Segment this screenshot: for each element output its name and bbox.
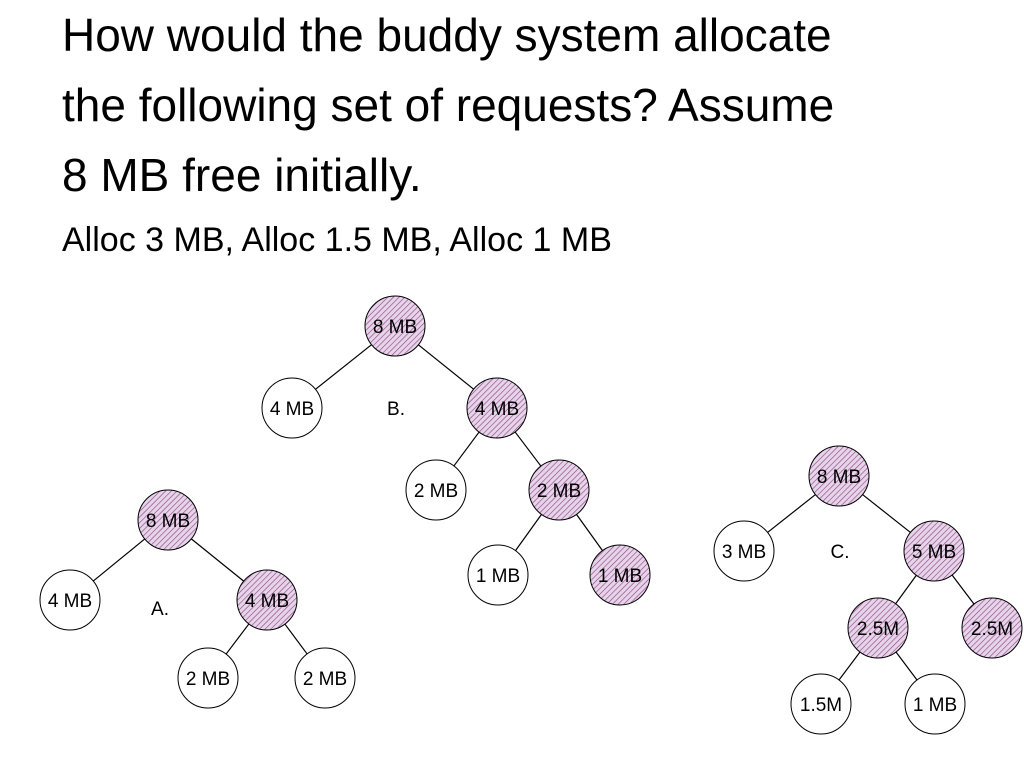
allocated-block-circle — [589, 544, 651, 606]
allocated-block-circle — [961, 597, 1023, 659]
title-line-2: the following set of requests? Assume — [62, 79, 835, 131]
node-label: 1.5M — [800, 695, 842, 716]
tree-node: 1 MB — [589, 544, 651, 606]
allocated-block-circle — [236, 569, 298, 631]
tree-node: 2 MB — [294, 647, 356, 709]
tree-edge — [515, 514, 542, 551]
node-label: 2.5M — [857, 619, 899, 640]
node-label: 2 MB — [414, 481, 458, 502]
allocated-block-circle — [466, 377, 528, 439]
tree-node: 2 MB — [177, 647, 239, 709]
tree-node: 2.5M — [961, 597, 1023, 659]
free-block-circle — [261, 377, 323, 439]
tree-node: 8 MB — [364, 295, 426, 357]
option-label: B. — [387, 399, 405, 420]
node-label: 3 MB — [722, 542, 766, 563]
tree-edge — [951, 574, 975, 605]
node-label: 2 MB — [303, 669, 347, 690]
free-block-circle — [713, 520, 775, 582]
option-label: C. — [831, 542, 850, 563]
tree-node: 4 MB — [466, 377, 528, 439]
tree-edge — [514, 431, 542, 467]
tree-node: 1.5M — [790, 673, 852, 735]
free-block-circle — [467, 544, 529, 606]
tree-node: 8 MB — [808, 445, 870, 507]
title-line-1: How would the buddy system allocate — [62, 9, 832, 61]
tree-node: 5 MB — [903, 520, 965, 582]
node-label: 8 MB — [373, 317, 417, 338]
allocated-block-circle — [847, 597, 909, 659]
allocated-block-circle — [137, 489, 199, 551]
tree-b: 8 MB 4 MB 4 MB 2 MB 2 MB 1 MB 1 MB B. — [261, 295, 651, 606]
free-block-circle — [177, 647, 239, 709]
node-label: 1 MB — [476, 566, 520, 587]
node-label: 2 MB — [186, 669, 230, 690]
tree-edge — [284, 623, 308, 655]
node-label: 2 MB — [537, 481, 581, 502]
tree-edge — [225, 623, 250, 655]
slide-title: How would the buddy system allocate the … — [62, 0, 1002, 210]
allocated-block-circle — [903, 520, 965, 582]
free-block-circle — [790, 673, 852, 735]
free-block-circle — [294, 647, 356, 709]
tree-node: 4 MB — [39, 569, 101, 631]
tree-node: 2 MB — [528, 459, 590, 521]
tree-node: 2.5M — [847, 597, 909, 659]
tree-node: 1 MB — [904, 673, 966, 735]
node-label: 4 MB — [48, 591, 92, 612]
tree-edge — [315, 344, 372, 390]
tree-edge — [576, 514, 603, 551]
node-label: 8 MB — [146, 511, 190, 532]
tree-edge — [895, 651, 918, 681]
tree-c: 8 MB 3 MB 5 MB 2.5M 2.5M 1.5M 1 MB C. — [713, 445, 1023, 735]
tree-node: 4 MB — [261, 377, 323, 439]
node-label: 1 MB — [598, 566, 642, 587]
node-label: 1 MB — [913, 695, 957, 716]
node-label: 8 MB — [817, 467, 861, 488]
option-label: A. — [151, 599, 169, 620]
node-label: 4 MB — [245, 591, 289, 612]
tree-edge — [895, 574, 917, 605]
free-block-circle — [39, 569, 101, 631]
tree-node: 1 MB — [467, 544, 529, 606]
tree-node: 8 MB — [137, 489, 199, 551]
tree-edge — [92, 538, 146, 582]
tree-a: 8 MB 4 MB 4 MB 2 MB 2 MB A. — [39, 489, 356, 709]
tree-edge — [190, 538, 245, 582]
allocated-block-circle — [364, 295, 426, 357]
free-block-circle — [904, 673, 966, 735]
node-label: 4 MB — [475, 399, 519, 420]
tree-edge — [862, 494, 911, 533]
node-label: 4 MB — [270, 399, 314, 420]
tree-edge — [767, 494, 816, 533]
allocated-block-circle — [808, 445, 870, 507]
tree-node: 3 MB — [713, 520, 775, 582]
tree-node: 2 MB — [405, 459, 467, 521]
tree-edge — [453, 431, 480, 467]
allocated-block-circle — [528, 459, 590, 521]
tree-edge — [418, 344, 474, 390]
node-label: 2.5M — [971, 619, 1013, 640]
tree-node: 4 MB — [236, 569, 298, 631]
node-label: 5 MB — [912, 542, 956, 563]
request-list: Alloc 3 MB, Alloc 1.5 MB, Alloc 1 MB — [62, 221, 612, 259]
tree-edge — [838, 651, 861, 681]
title-line-3: 8 MB free initially. — [62, 149, 422, 201]
free-block-circle — [405, 459, 467, 521]
